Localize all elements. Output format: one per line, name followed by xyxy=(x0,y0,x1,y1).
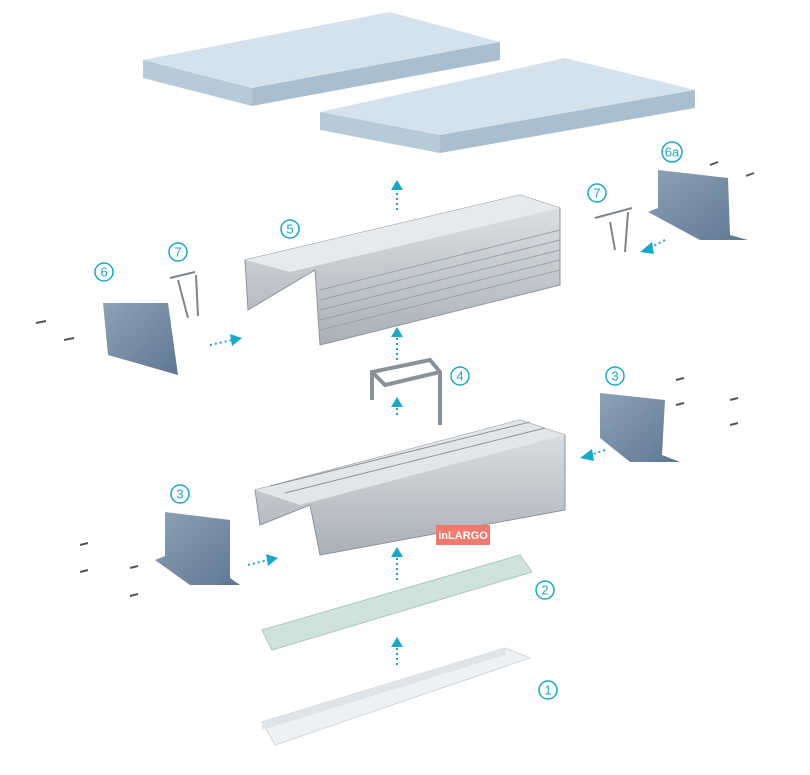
callout-3-right: 3 xyxy=(605,366,625,386)
svg-text:inLARGO: inLARGO xyxy=(438,530,488,542)
callout-6a: 6a xyxy=(661,141,683,163)
callout-1: 1 xyxy=(538,680,558,700)
adhesive-tape xyxy=(261,554,533,651)
svg-text:6: 6 xyxy=(100,265,107,280)
svg-text:3: 3 xyxy=(611,369,618,384)
svg-text:7: 7 xyxy=(593,186,600,201)
spring-right xyxy=(594,207,633,253)
callout-4: 4 xyxy=(450,366,470,386)
assembly-arrows xyxy=(209,180,666,665)
callout-7-left: 7 xyxy=(168,242,188,262)
callout-7-right: 7 xyxy=(587,183,607,203)
svg-text:7: 7 xyxy=(174,245,181,260)
spring-left xyxy=(169,271,199,319)
cover xyxy=(261,647,532,746)
svg-text:3: 3 xyxy=(176,487,183,502)
mounting-bracket xyxy=(370,357,442,425)
end-cap-6a xyxy=(648,170,748,240)
screws xyxy=(35,161,755,597)
bottom-profile xyxy=(254,419,566,556)
diffuser-panel-2 xyxy=(320,58,695,153)
callout-3-left: 3 xyxy=(170,484,190,504)
callout-6: 6 xyxy=(94,262,114,282)
callout-2: 2 xyxy=(535,580,555,600)
svg-text:2: 2 xyxy=(541,583,548,598)
svg-text:4: 4 xyxy=(456,369,463,384)
svg-text:5: 5 xyxy=(286,222,293,237)
top-profile xyxy=(244,194,561,346)
brand-logo: inLARGO xyxy=(436,525,490,545)
callout-5: 5 xyxy=(280,219,300,239)
diffuser-panel-1 xyxy=(143,12,500,106)
svg-text:6a: 6a xyxy=(665,145,680,160)
end-cap-3-left xyxy=(155,512,240,585)
end-cap-3-right xyxy=(600,393,680,462)
end-cap-6 xyxy=(103,303,178,375)
svg-text:1: 1 xyxy=(544,683,551,698)
